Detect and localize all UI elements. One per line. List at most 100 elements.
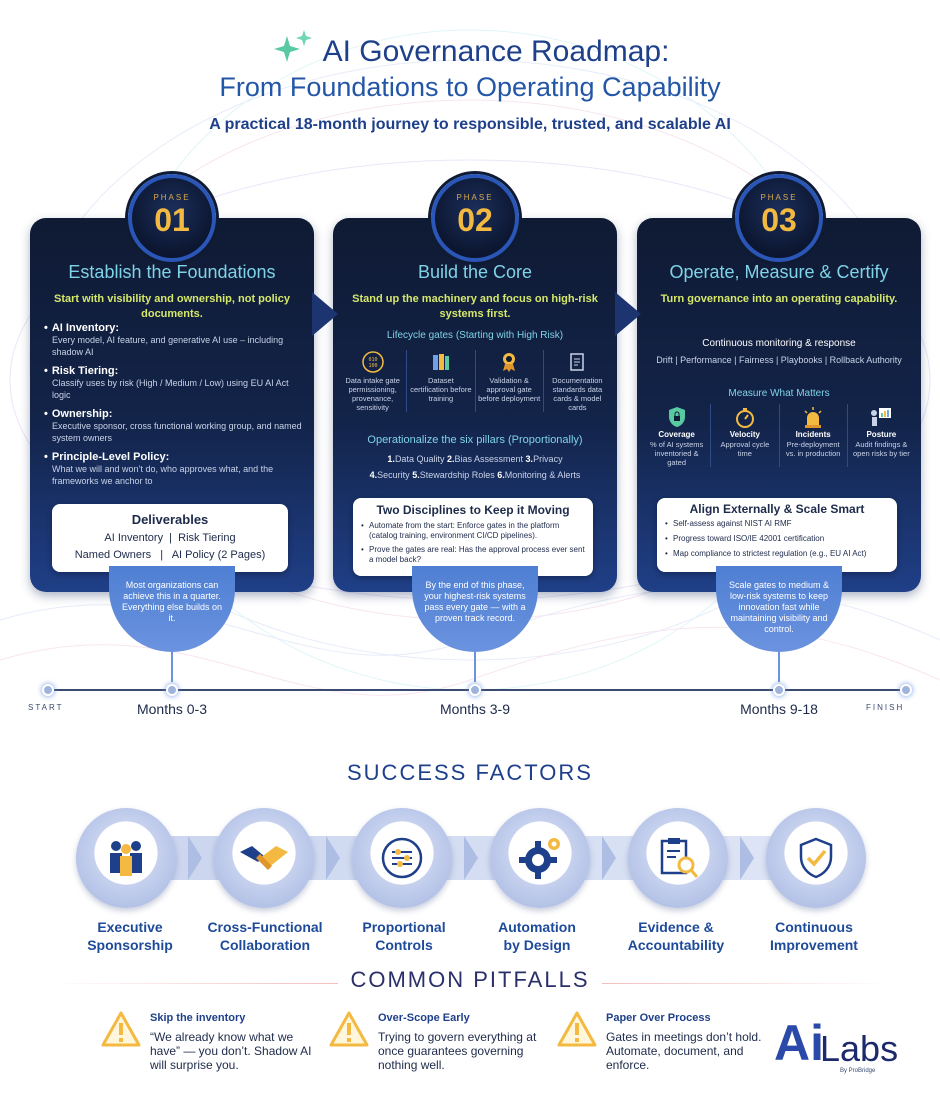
metric-text: Approval cycle time [720,440,770,458]
callout-stem [474,650,476,682]
phase-connector-arrow [615,292,641,336]
list-item: Ownership:Executive sponsor, cross funct… [44,408,306,444]
chevron-right-icon [188,836,202,880]
timeline-start-label: START [28,703,64,712]
bullet-text: Executive sponsor, cross functional work… [52,421,302,443]
sf-label-line: Continuous [775,919,853,935]
disciplines-box: Two Disciplines to Keep it Moving Automa… [353,498,593,576]
stopwatch-icon [713,404,776,430]
metric-name: Posture [866,430,897,439]
bullet-text: Classify uses by risk (High / Medium / L… [52,378,289,400]
sf-label-line: Collaboration [219,937,311,953]
disciplines-title: Two Disciplines to Keep it Moving [376,503,570,517]
success-factors-title: SUCCESS FACTORS [347,760,593,785]
timeline-months: Months 0-3 [136,701,208,717]
sf-label-line: Controls [375,937,433,953]
warning-icon [329,1011,369,1047]
sf-label-line: Automation [498,919,576,935]
pillar-name: Data Quality [394,454,445,464]
sf-label-line: Accountability [627,937,725,953]
pillar-number: 4. [369,470,378,480]
logo-byline: By ProBridge [840,1068,876,1074]
pitfall-text: “We already know what we have” — you don… [150,1030,312,1072]
chevron-right-icon [740,836,754,880]
sf-circle [76,808,176,908]
sf-label: Evidence &Accountability [606,918,746,954]
alarm-light-icon [782,404,845,430]
metric-item: Posture Audit findings & open risks by t… [848,404,915,467]
chevron-right-icon [464,836,478,880]
metric-item: Incidents Pre-deployment vs. in producti… [780,404,848,467]
align-title: Align Externally & Scale Smart [689,502,865,516]
pillar-number: 5. [412,470,420,480]
metric-name: Incidents [795,430,831,439]
pillar-name: Privacy [533,454,563,464]
shield-lock-icon [645,404,708,430]
list-item: Risk Tiering:Classify uses by risk (High… [44,365,306,401]
metric-name: Velocity [729,430,760,439]
sf-label-line: by Design [503,937,571,953]
callout-stem [171,650,173,682]
logo-mark: Ai [774,1015,824,1071]
bullet-heading: Principle-Level Policy: [44,451,306,463]
deliverables-line: AI Inventory | Risk Tiering [104,532,236,544]
phase-lead: Stand up the machinery and focus on high… [352,293,598,320]
timeline-months: Months 3-9 [439,701,511,717]
pillars-title: Operationalize the six pillars (Proporti… [367,434,583,446]
metric-item: Coverage % of AI systems inventoried & g… [643,404,712,467]
list-item: AI Inventory:Every model, AI feature, an… [44,322,306,358]
callout-stem [778,650,780,682]
deliverables-title: Deliverables [131,512,209,527]
people-icon [110,841,142,876]
sf-label-line: Sponsorship [87,937,173,953]
logo-text: Labs [820,1028,899,1069]
phase-label: PHASE [456,193,494,202]
phase-bullets: AI Inventory:Every model, AI feature, an… [44,322,306,494]
chevron-right-icon [602,836,616,880]
gate-item: Documentation standards data cards & mod… [544,350,611,412]
pitfall-text: Trying to govern everything at once guar… [378,1030,537,1072]
list-item: Automate from the start: Enforce gates i… [361,521,585,541]
gate-text: Validation & approval gate before deploy… [478,376,541,403]
align-box: Align Externally & Scale Smart Self-asse… [657,498,897,572]
page-title: AI Governance Roadmap: [0,28,940,76]
sparkle-icon [271,28,315,76]
phase-badge: PHASE 03 [735,174,823,262]
handshake-icon [240,846,288,870]
title-text: AI Governance Roadmap: [322,35,670,68]
deliverables-line: Named Owners | AI Policy (2 Pages) [74,549,266,561]
document-icon [546,350,609,374]
phase-callout: By the end of this phase, your highest-r… [412,566,538,652]
bullet-text: What we will and won’t do, who approves … [52,464,274,486]
pillar-number: 1. [387,454,395,464]
timeline-months: Months 9-18 [740,701,818,717]
timeline-dot [469,684,481,696]
phase-badge: PHASE 01 [128,174,216,262]
bullet-heading: Risk Tiering: [44,365,306,377]
gate-text: Data intake gate permissioning, provenan… [345,376,400,412]
gate-item: Dataset certification before training [407,350,476,412]
phase-callout: Most organizations can achieve this in a… [109,566,235,652]
phase-title: Build the Core [417,262,533,282]
sf-label-line: Improvement [770,937,858,953]
phase-connector-arrow [312,292,338,336]
phase-number: 03 [761,202,797,238]
pitfall-text: Gates in meetings don’t hold. Automate, … [606,1030,762,1072]
pillars-list: 1.Data Quality 2.Bias Assessment 3.Priva… [333,451,617,483]
pillar-name: Security [377,470,410,480]
sliders-icon [381,837,423,879]
phase-callout: Scale gates to medium & low-risk systems… [716,566,842,652]
pillar-number: 6. [497,470,505,480]
shield-check-icon [799,837,833,879]
monitoring-items: Drift | Performance | Fairness | Playboo… [656,355,902,365]
phase-lead: Start with visibility and ownership, not… [54,293,290,320]
ailabs-logo: Ai Labs By ProBridge [770,1012,920,1082]
phase-number: 01 [154,202,190,238]
bullet-heading: AI Inventory: [44,322,306,334]
pillar-name: Bias Assessment [454,454,524,464]
